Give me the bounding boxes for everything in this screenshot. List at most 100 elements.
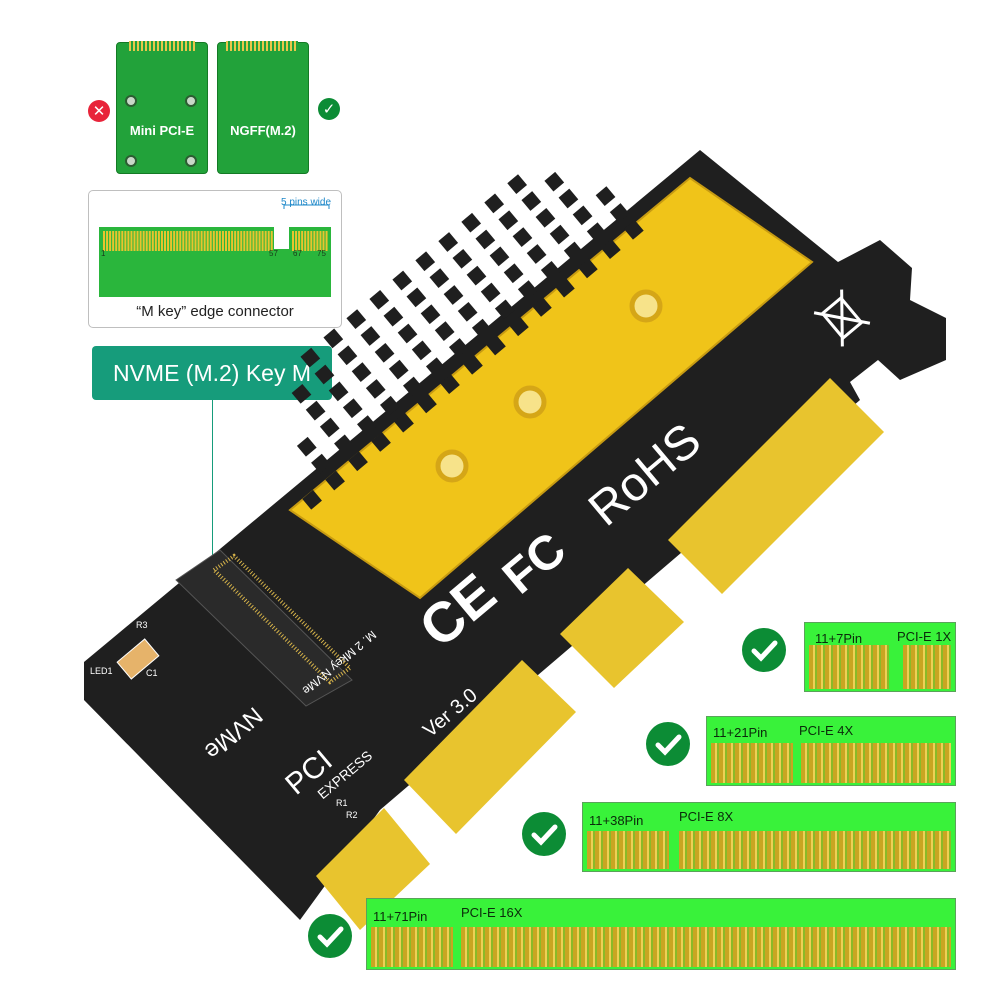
heatsink-cutout [512,227,533,247]
heatsink-cutout [600,239,621,259]
cap-label: C1 [146,668,158,678]
heatsink-cutout [486,335,506,356]
edge-pin [151,231,154,251]
heatsink-cutout [480,282,501,303]
heatsink-cutout [521,191,542,211]
edge-pin [185,231,188,251]
heatsink-cutout [302,489,322,510]
edge-pin [118,231,121,251]
interface-tag: NVME (M.2) Key M [92,346,332,400]
heatsink-cutout [406,287,427,308]
edge-pin [203,231,206,251]
slot-pins-label: 11+71Pin [373,909,428,924]
edge-pin [307,231,310,251]
pins-wide-label: 5 pins wide [281,197,332,208]
heatsink-cutout [558,188,579,209]
heatsink-cutout [532,297,552,317]
heatsink-cutout [517,280,538,300]
edge-pin [136,231,139,251]
edge-pin [298,231,301,251]
heatsink-cutout [498,210,519,231]
edge-pin [173,231,176,251]
edge-pin [267,231,270,251]
edge-pin [225,231,227,251]
heatsink-cutout [392,270,413,291]
slot-pins-label: 11+21Pin [713,725,768,740]
heatsink-cutout [360,326,381,346]
heatsink-cutout [434,321,455,341]
heatsink-cutout [461,212,482,233]
slot-name-label: PCI-E 16X [461,905,523,920]
ngff-card: NGFF(M.2) [217,41,309,174]
heatsink-cutout [369,289,390,310]
mini-pcie-card: Mini PCI-E [116,41,208,174]
heatsink-cutout [394,412,414,433]
r2-label: R2 [346,810,358,820]
heatsink-cutout [425,357,446,378]
edge-pin [301,231,304,251]
incompatible-badge: ✕ [88,100,110,122]
check-icon [742,628,786,672]
pin-number-67: 67 [293,249,302,258]
heatsink-cutout [417,393,437,414]
heatsink-cutout [509,316,529,337]
edge-pin [127,231,130,251]
heatsink-cutout [305,400,326,421]
pin-number-57: 57 [269,249,278,258]
r1-label: R1 [336,798,348,808]
edge-pin [243,231,246,251]
heatsink-cutout [411,340,432,361]
heatsink-cutout [415,251,436,272]
heatsink-cutout [549,224,570,245]
check-icon: ✓ [318,98,340,120]
edge-pin [176,231,179,251]
slot-pcie-8x: 11+38Pin PCI-E 8X [582,802,956,872]
heatsink-cutout [319,417,340,438]
edge-pin [154,231,157,251]
edge-pin [258,231,261,251]
heatsink-cutout [351,362,372,382]
heatsink-cutout [397,323,418,344]
heatsink-cutout [595,186,616,206]
slot-name-label: PCI-E 1X [897,629,952,644]
edge-pin [246,231,249,251]
weee-icon [813,289,871,347]
pcie-gold-fingers [316,378,884,930]
edge-pin [148,231,151,251]
edge-pin [237,231,240,251]
edge-pin [179,231,182,251]
edge-pin [121,231,124,251]
heatsink-cutout [466,265,487,286]
mount-hole [185,155,197,167]
edge-pin [212,231,215,251]
edge-pin [206,231,209,251]
edge-pin [319,231,322,251]
heatsink-cutout [328,381,349,402]
heatsink-cutout [314,364,335,385]
heatsink-cutout [475,229,496,250]
edge-pin [160,231,163,251]
slot-pins-label: 11+7Pin [815,631,863,646]
edge-pin [145,231,148,251]
slot-name-label: PCI-E 8X [679,809,734,824]
slot-pcie-4x: 11+21Pin PCI-E 4X [706,716,956,786]
edge-pin [231,231,234,251]
edge-pin [221,231,224,251]
heatsink-cutout [503,263,524,284]
heatsink-cutout [555,277,575,298]
check-icon [522,812,566,856]
heatsink-cutout [374,342,395,363]
screw-hole [435,449,469,483]
edge-pin [124,231,127,251]
edge-pin [228,231,231,251]
edge-connector-diagram [99,204,331,297]
mount-hole [125,155,137,167]
heatsink-cutout [323,328,344,349]
edge-pin [218,231,221,251]
heatsink-cutout [346,309,367,329]
edge-pin [115,231,118,251]
heatsink-cutout [291,383,312,404]
edge-pin [310,231,313,251]
edge-pin [133,231,136,251]
